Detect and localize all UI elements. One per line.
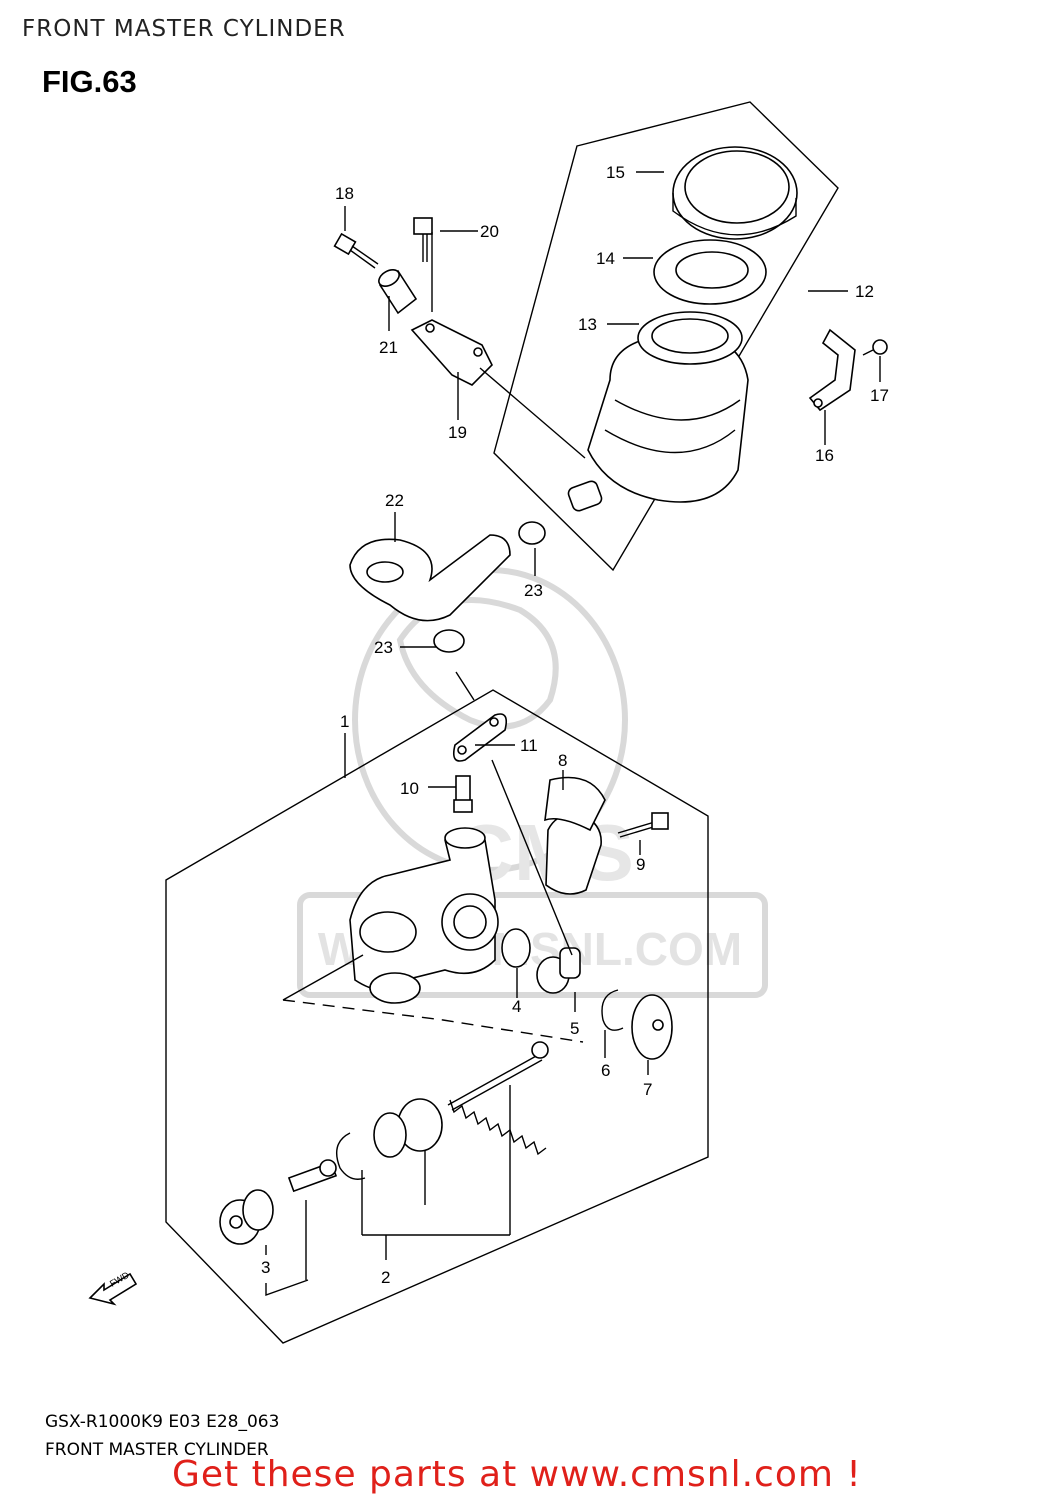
reservoir-cap xyxy=(672,146,798,240)
callout-14: 14 xyxy=(596,249,615,268)
hose-clamp-lower xyxy=(433,629,465,653)
callout-13: 13 xyxy=(578,315,597,334)
bracket-screw xyxy=(862,339,888,356)
callout-22: 22 xyxy=(385,491,404,510)
diaphragm-plate xyxy=(653,239,767,305)
callout-23a: 23 xyxy=(524,581,543,600)
dust-boot-7 xyxy=(631,994,673,1060)
bleeder-valve xyxy=(453,775,473,813)
model-code: GSX-R1000K9 E03 E28_063 xyxy=(45,1412,280,1432)
callout-9: 9 xyxy=(636,855,645,874)
callout-3: 3 xyxy=(261,1258,270,1277)
fwd-arrow-icon: FWD xyxy=(88,1270,138,1306)
return-spring xyxy=(447,1041,549,1156)
callout-16: 16 xyxy=(815,446,834,465)
push-rod xyxy=(287,1159,338,1193)
o-ring xyxy=(501,928,531,968)
push-rod-boot xyxy=(219,1189,274,1245)
callout-8: 8 xyxy=(558,751,567,770)
holder-bolt xyxy=(617,812,669,838)
hose-joint-plate xyxy=(452,713,508,762)
callout-18: 18 xyxy=(335,184,354,203)
callout-19: 19 xyxy=(448,423,467,442)
hose-clamp-upper xyxy=(518,521,546,545)
callout-11: 11 xyxy=(520,736,538,755)
piston-cup xyxy=(373,1098,443,1158)
callout-12: 12 xyxy=(855,282,874,301)
clamp-holder xyxy=(544,776,606,895)
callout-1: 1 xyxy=(340,712,349,731)
reservoir-body xyxy=(567,311,749,512)
callout-23b: 23 xyxy=(374,638,393,657)
promo-link[interactable]: Get these parts at www.cmsnl.com ! xyxy=(172,1454,862,1495)
callout-6: 6 xyxy=(601,1061,610,1080)
callout-5: 5 xyxy=(570,1019,579,1038)
callout-20: 20 xyxy=(480,222,499,241)
master-cylinder-body xyxy=(349,827,499,1004)
hose-connector xyxy=(536,947,581,994)
collar-21 xyxy=(378,269,418,315)
leader-lines xyxy=(265,171,881,1296)
bolt-20 xyxy=(413,217,433,262)
piston-circlip xyxy=(336,1132,366,1180)
callout-10: 10 xyxy=(400,779,419,798)
reservoir-hose xyxy=(349,534,511,622)
callout-7: 7 xyxy=(643,1080,652,1099)
bolt-18 xyxy=(333,232,379,269)
callout-4: 4 xyxy=(512,997,521,1016)
circlip-6 xyxy=(601,989,624,1031)
callout-2: 2 xyxy=(381,1268,390,1287)
reservoir-bracket xyxy=(808,328,856,412)
callout-17: 17 xyxy=(870,386,889,405)
footer-caption: FRONT MASTER CYLINDER xyxy=(45,1440,269,1460)
master-cylinder-assembly-frame xyxy=(165,689,709,1344)
callout-21: 21 xyxy=(379,338,398,357)
page-header-title: FRONT MASTER CYLINDER xyxy=(22,16,346,42)
reservoir-stay xyxy=(410,319,493,386)
figure-number: FIG.63 xyxy=(42,64,137,99)
callout-15: 15 xyxy=(606,163,625,182)
